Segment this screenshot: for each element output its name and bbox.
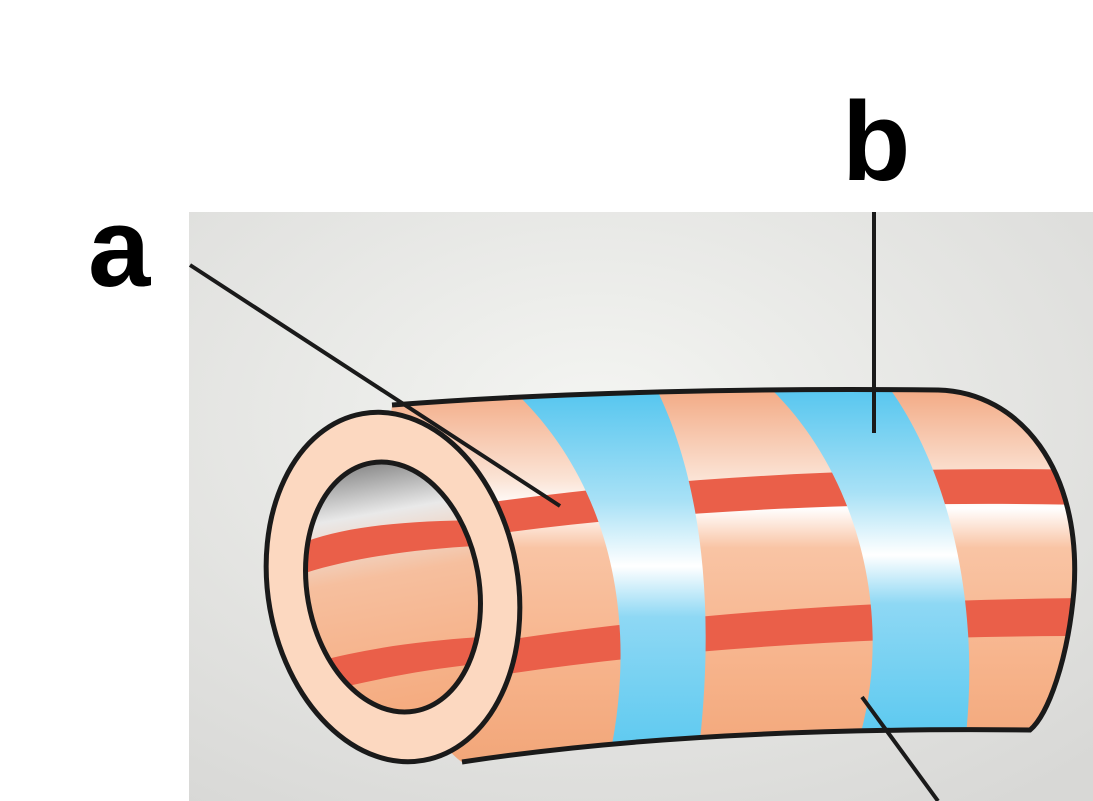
- blue-band-left: [518, 392, 706, 755]
- inner-red-stripe-upper: [290, 520, 500, 578]
- tube-open-end: [263, 409, 523, 765]
- leader-line-a: [188, 263, 562, 508]
- label-b: b: [842, 79, 910, 204]
- blue-band-right: [770, 389, 970, 736]
- leader-line-c: [860, 695, 940, 801]
- tube-body: [388, 387, 1078, 765]
- rim-inner-edge: [303, 459, 483, 715]
- label-a: a: [88, 185, 151, 310]
